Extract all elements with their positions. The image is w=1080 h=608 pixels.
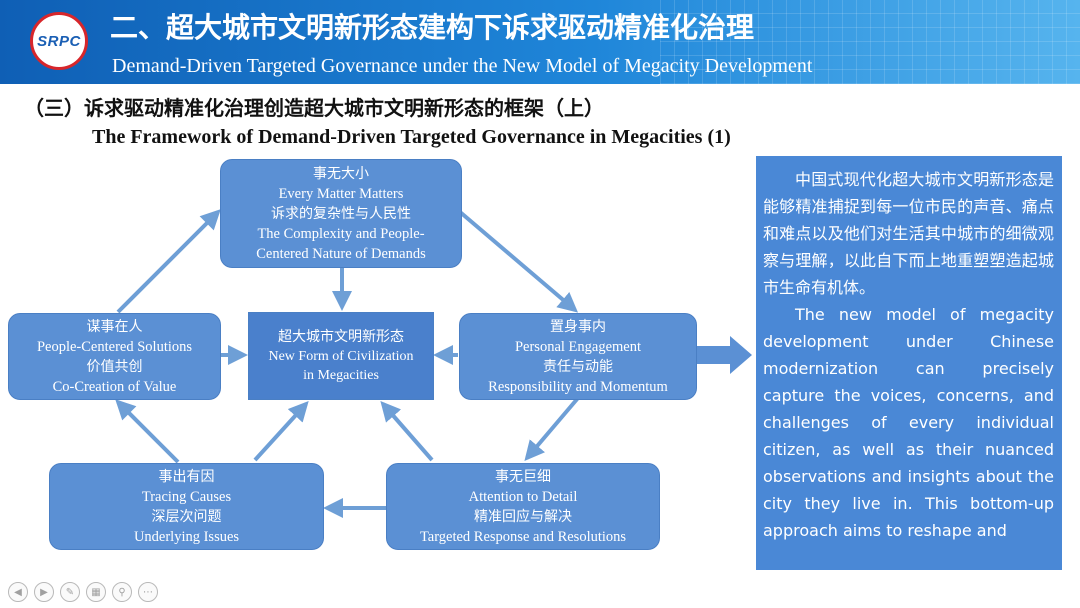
node-bottom-left-line4: Underlying Issues	[133, 528, 240, 545]
node-left-line1: 谋事在人	[86, 318, 143, 335]
slides-icon[interactable]: ▦	[86, 582, 106, 602]
node-right-line2: Personal Engagement	[514, 338, 642, 355]
node-bottom-left-line2: Tracing Causes	[141, 488, 232, 505]
pen-icon[interactable]: ✎	[60, 582, 80, 602]
more-icon[interactable]: ⋯	[138, 582, 158, 602]
srpc-logo: SRPC	[30, 12, 88, 70]
node-left-line4: Co-Creation of Value	[52, 378, 177, 395]
node-every-matter-matters: 事无大小 Every Matter Matters 诉求的复杂性与人民性 The…	[220, 159, 462, 268]
node-center-line1: 超大城市文明新形态	[278, 328, 404, 345]
node-top-line1: 事无大小	[313, 165, 369, 182]
arrow-top-to-right	[458, 210, 579, 313]
node-center-line2: New Form of Civilization	[268, 348, 414, 364]
description-panel: 中国式现代化超大城市文明新形态是能够精准捕捉到每一位市民的声音、痛点和难点以及他…	[756, 156, 1062, 570]
node-right-line4: Responsibility and Momentum	[488, 378, 668, 395]
section-title-en: The Framework of Demand-Driven Targeted …	[92, 126, 731, 148]
node-attention-to-detail: 事无巨细 Attention to Detail 精准回应与解决 Targete…	[386, 463, 660, 550]
node-top-line3: 诉求的复杂性与人民性	[271, 205, 411, 222]
node-bottom-right-line4: Targeted Response and Resolutions	[419, 528, 627, 545]
node-top-line5: Centered Nature of Demands	[256, 245, 426, 262]
node-tracing-causes: 事出有因 Tracing Causes 深层次问题 Underlying Iss…	[49, 463, 324, 550]
node-personal-engagement: 置身事内 Personal Engagement 责任与动能 Responsib…	[459, 313, 697, 400]
node-top-line4: The Complexity and People-	[257, 225, 425, 242]
node-bottom-right-line3: 精准回应与解决	[474, 508, 572, 525]
banner-grid-decoration	[660, 0, 1080, 84]
description-text-en: The new model of megacity development un…	[763, 305, 1054, 540]
page-title-en: Demand-Driven Targeted Governance under …	[112, 55, 813, 77]
description-text-cn: 中国式现代化超大城市文明新形态是能够精准捕捉到每一位市民的声音、痛点和难点以及他…	[763, 170, 1054, 297]
next-icon[interactable]: ▶	[34, 582, 54, 602]
node-bottom-left-line3: 深层次问题	[151, 508, 222, 525]
node-bottom-left-line1: 事出有因	[158, 468, 215, 485]
logo-text: SRPC	[37, 32, 81, 50]
node-bottom-right-line1: 事无巨细	[495, 468, 551, 485]
node-left-line2: People-Centered Solutions	[36, 338, 193, 355]
page-title-cn: 二、超大城市文明新形态建构下诉求驱动精准化治理	[110, 11, 755, 44]
slideshow-toolbar: ◀ ▶ ✎ ▦ ⚲ ⋯	[8, 582, 158, 602]
node-left-line3: 价值共创	[86, 358, 143, 375]
arrow-bottom-left-to-center	[253, 401, 309, 462]
node-new-form-of-civilization: 超大城市文明新形态 New Form of Civilization in Me…	[248, 312, 434, 400]
node-right-line3: 责任与动能	[543, 358, 613, 375]
prev-icon[interactable]: ◀	[8, 582, 28, 602]
zoom-icon[interactable]: ⚲	[112, 582, 132, 602]
arrow-left-to-top	[116, 209, 221, 314]
arrow-bottom-right-to-center	[380, 400, 434, 462]
section-title-cn: （三）诉求驱动精准化治理创造超大城市文明新形态的框架（上）	[24, 96, 604, 120]
arrow-bottom-left-to-left	[115, 399, 180, 464]
arrow-to-panel	[697, 336, 752, 374]
header-banner: SRPC 二、超大城市文明新形态建构下诉求驱动精准化治理 Demand-Driv…	[0, 0, 1080, 84]
node-people-centered-solutions: 谋事在人 People-Centered Solutions 价值共创 Co-C…	[8, 313, 221, 400]
node-right-line1: 置身事内	[550, 318, 606, 335]
node-bottom-right-line2: Attention to Detail	[468, 488, 578, 505]
node-top-line2: Every Matter Matters	[278, 185, 404, 202]
arrow-right-to-bottom-right	[524, 396, 580, 462]
node-center-line3: in Megacities	[303, 367, 379, 383]
